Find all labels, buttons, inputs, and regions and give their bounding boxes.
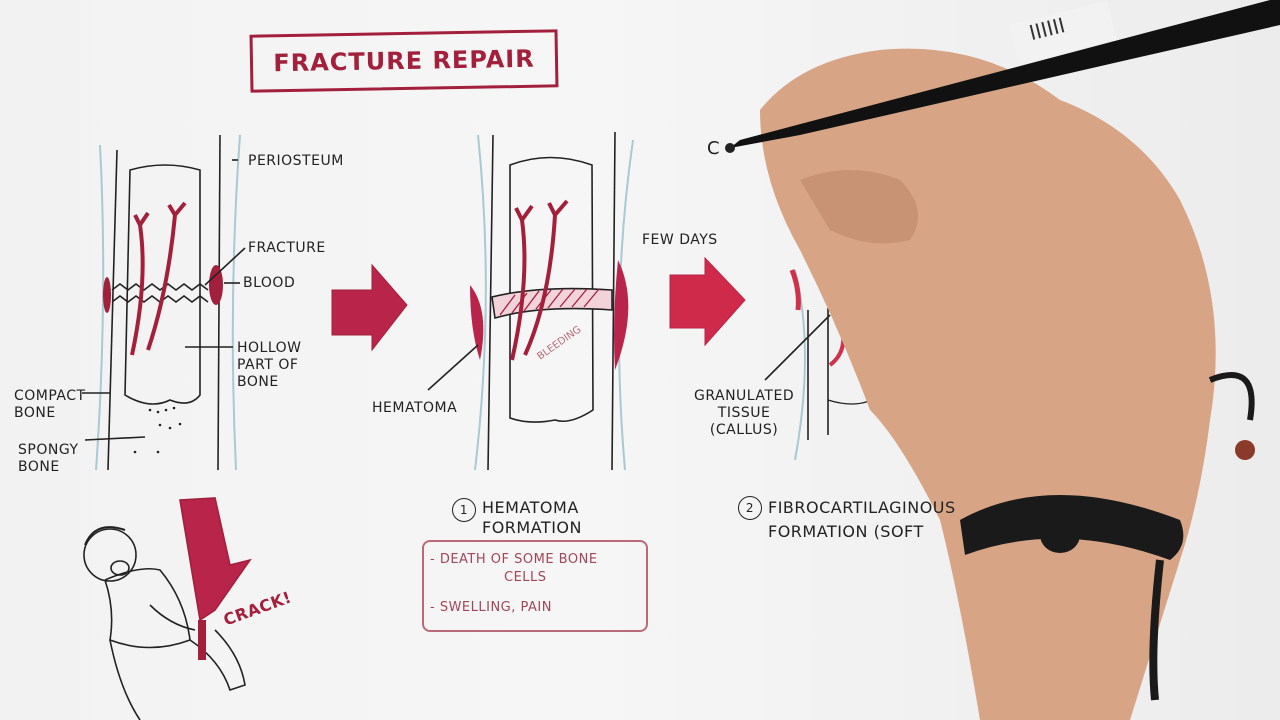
note-line: CELLS [504, 570, 547, 585]
bone-diagram-fracture [82, 134, 246, 471]
label-spongy-bone: SPONGY BONE [18, 442, 79, 475]
note-line: - SWELLING, PAIN [430, 600, 552, 615]
injured-person-drawing [83, 497, 252, 720]
step-title-hematoma-formation: HEMATOMA FORMATION [482, 498, 582, 537]
label-few-days: FEW DAYS [642, 232, 718, 248]
label-periosteum: PERIOSTEUM [248, 153, 344, 169]
step-number-1: 1 [452, 498, 476, 522]
svg-text:BLEEDING: BLEEDING [535, 324, 583, 362]
note-line: - DEATH OF SOME BONE [430, 552, 598, 567]
notes-box-hematoma: - DEATH OF SOME BONE CELLS - SWELLING, P… [422, 540, 648, 632]
label-compact-bone: COMPACT BONE [14, 388, 86, 421]
bone-diagram-hematoma: BLEEDING [427, 131, 634, 471]
bone-diagram-callus [764, 269, 916, 461]
label-hollow-part: HOLLOW PART OF BONE [237, 340, 302, 390]
label-partial-letter: C [707, 138, 721, 159]
label-fracture: FRACTURE [248, 240, 326, 256]
label-blood: BLOOD [243, 275, 296, 291]
label-granulated-tissue: GRANULATED TISSUE (CALLUS) [694, 388, 795, 438]
label-hematoma: HEMATOMA [372, 400, 458, 416]
marker-pen [725, 0, 1280, 153]
arrow-right-icon [331, 263, 408, 352]
step-title-fibrocartilaginous: FIBROCARTILAGINOUS FORMATION (SOFT [768, 498, 956, 541]
presenter-hand [760, 48, 1255, 720]
step-number-2: 2 [738, 496, 762, 520]
arrow-right-icon [669, 256, 746, 347]
